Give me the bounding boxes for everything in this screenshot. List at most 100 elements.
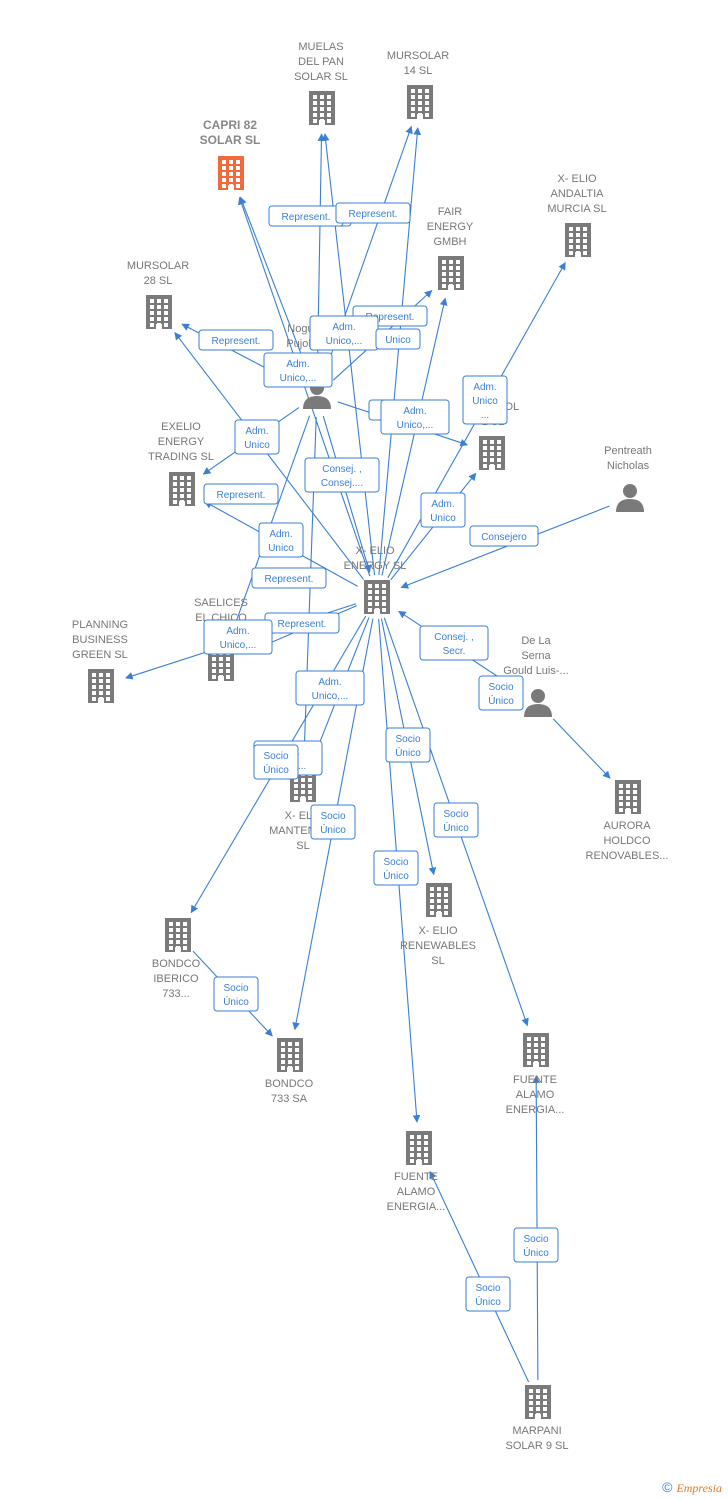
edge-label-box: [295, 670, 365, 706]
node-bondco733[interactable]: BONDCO 733 SA: [265, 1038, 314, 1105]
node-label: SL: [296, 840, 309, 852]
edge-label-box: [385, 727, 431, 763]
edge-label[interactable]: Adm.Unico...: [462, 375, 508, 425]
building-icon: [218, 156, 244, 190]
edge-label-box: [419, 625, 489, 661]
node-label: BONDCO: [265, 1078, 314, 1090]
edge-label-text: Unico,...: [312, 691, 349, 702]
edge-label-box: [462, 375, 508, 425]
edge-label-text: Adm.: [473, 382, 496, 393]
edge-label-text: Represent.: [366, 312, 415, 323]
node-fuente2[interactable]: FUENTEALAMOENERGIA...: [387, 1131, 446, 1213]
node-bondcoib[interactable]: BONDCOIBERICO733...: [152, 918, 201, 1000]
edge-label-text: Único: [488, 694, 514, 707]
edge-label[interactable]: Adm.Unico: [258, 522, 304, 558]
edge-label[interactable]: Adm.Unico,...: [263, 352, 333, 388]
node-label: Gould Luis-...: [503, 665, 568, 677]
edge-label[interactable]: Represent.: [251, 567, 327, 589]
edge-label[interactable]: Represent.: [335, 202, 411, 224]
node-label: SOLAR SL: [200, 133, 261, 147]
edge-label[interactable]: Represent.: [203, 483, 279, 505]
node-fuente1[interactable]: FUENTEALAMOENERGIA...: [506, 1033, 565, 1116]
edge-label-text: Adm.: [245, 426, 268, 437]
edge-label[interactable]: Adm.Unico: [420, 492, 466, 528]
edge-label-text: Único: [523, 1246, 549, 1259]
edge-label-text: Socio: [320, 811, 345, 822]
edge-label-text: Represent.: [212, 336, 261, 347]
edge-label-text: Socio: [223, 983, 248, 994]
node-label: MARPANI: [512, 1425, 561, 1437]
edge-nogues-xelioenergy: [322, 415, 372, 573]
building-icon: [523, 1033, 549, 1067]
edge-label-box: [213, 976, 259, 1012]
edge-label-text: Adm.: [269, 529, 292, 540]
edge-label[interactable]: Consej. ,Secr.: [419, 625, 489, 661]
edge-xelioenergy-mursolar14: [378, 127, 421, 576]
edge-label-text: Socio: [395, 734, 420, 745]
edge-label-text: Adm.: [318, 677, 341, 688]
node-aurora[interactable]: AURORAHOLDCORENOVABLES...: [586, 780, 669, 862]
edge-label[interactable]: Adm.Unico,...: [309, 315, 379, 351]
building-icon: [479, 436, 505, 470]
building-icon: [615, 780, 641, 814]
edge-label[interactable]: Adm.Unico,...: [380, 399, 450, 435]
edge-label-text: Socio: [523, 1234, 548, 1245]
edge-label-text: Unico,...: [280, 373, 317, 384]
edge-label[interactable]: Represent.: [264, 612, 340, 634]
node-label: 733 SA: [271, 1093, 308, 1105]
footer-brand[interactable]: ©Empresia: [662, 1479, 722, 1496]
edge-label-box: [198, 329, 274, 351]
edge-label-box: [373, 850, 419, 886]
edge-label-text: Socio: [383, 857, 408, 868]
node-label: ANDALTIA: [551, 188, 605, 200]
edge-label[interactable]: Adm.Unico,...: [203, 619, 273, 655]
copyright-icon: ©: [662, 1479, 673, 1495]
edge-pentreath-xelioenergy: [400, 505, 610, 589]
edge-label-text: Unico: [385, 335, 411, 346]
edge-label-box: [335, 202, 411, 224]
building-icon: [88, 669, 114, 703]
edge-label-box: [469, 525, 539, 547]
edge-label[interactable]: Consej. ,Consej....: [304, 457, 380, 493]
edge-label[interactable]: Adm. Unico,...: [295, 670, 365, 706]
edge-label-box: [380, 399, 450, 435]
edge-label-text: Represent.: [282, 212, 331, 223]
edge-label[interactable]: Represent.: [268, 205, 344, 227]
building-icon: [525, 1385, 551, 1419]
edge-label-text: Unico: [244, 440, 270, 451]
edge-label-text: Único: [263, 763, 289, 776]
edge-label[interactable]: Consejero: [469, 525, 539, 547]
edge-xelioenergy-mursolar28: [174, 332, 365, 580]
edge-label[interactable]: Adm. Unico: [234, 419, 280, 455]
edge-label-box: [310, 804, 356, 840]
edge-label-text: Único: [383, 869, 409, 882]
edge-nogues-capri: [239, 196, 310, 375]
building-icon: [438, 256, 464, 290]
building-icon: [309, 91, 335, 125]
edge-label[interactable]: Unico: [375, 328, 421, 350]
edge-label-box: [251, 567, 327, 589]
edge-label[interactable]: Represent.: [198, 329, 274, 351]
